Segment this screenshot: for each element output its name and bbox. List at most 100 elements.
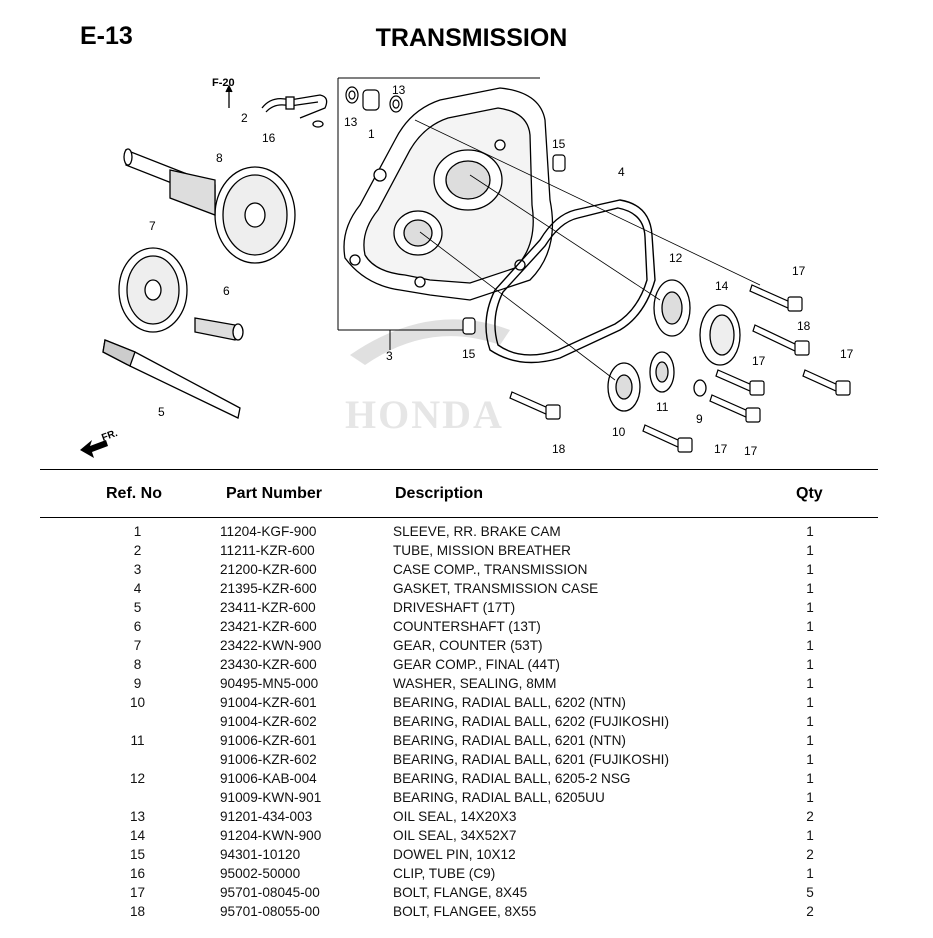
description-cell: SLEEVE, RR. BRAKE CAM <box>393 524 561 539</box>
part-number-cell: 23411-KZR-600 <box>220 600 316 615</box>
part-number-cell: 23422-KWN-900 <box>220 638 322 653</box>
ref-no-cell: 9 <box>133 676 142 691</box>
description-cell: BOLT, FLANGEE, 8X55 <box>393 904 537 919</box>
callout-17a: 17 <box>792 264 806 278</box>
callout-13a: 13 <box>344 115 358 129</box>
ref-no-cell: 15 <box>129 847 146 862</box>
dowel-pins <box>462 154 566 335</box>
description-cell: CLIP, TUBE (C9) <box>393 866 496 881</box>
part-number-cell: 95002-50000 <box>220 866 301 881</box>
ref-no-cell: 5 <box>133 600 142 615</box>
table-row: 16 95002-50000 CLIP, TUBE (C9) 1 <box>0 866 933 885</box>
qty-cell: 1 <box>806 752 814 767</box>
qty-cell: 1 <box>806 714 814 729</box>
honda-watermark: HONDA <box>345 319 510 437</box>
ref-no-cell: 17 <box>129 885 146 900</box>
description-cell: BOLT, FLANGE, 8X45 <box>393 885 528 900</box>
callout-2: 2 <box>241 111 248 125</box>
callout-f20: F-20 <box>212 77 235 89</box>
callout-1: 1 <box>368 127 375 141</box>
bearings-right <box>607 279 741 412</box>
qty-cell: 1 <box>806 543 814 558</box>
ref-no-cell: 3 <box>133 562 142 577</box>
description-cell: CASE COMP., TRANSMISSION <box>393 562 588 577</box>
part-number-cell: 91009-KWN-901 <box>220 790 322 805</box>
callout-15b: 15 <box>462 347 476 361</box>
callout-12: 12 <box>669 251 683 265</box>
callout-4: 4 <box>618 165 625 179</box>
callout-11: 11 <box>656 400 669 414</box>
qty-cell: 1 <box>806 581 814 596</box>
ref-no-cell: 1 <box>133 524 142 539</box>
part-number-cell: 23430-KZR-600 <box>220 657 317 672</box>
front-arrow-icon: FR. <box>80 428 119 458</box>
description-cell: OIL SEAL, 34X52X7 <box>393 828 517 843</box>
header-ref-no: Ref. No <box>106 485 162 502</box>
part-number-cell: 11211-KZR-600 <box>220 543 315 558</box>
callout-7: 7 <box>149 219 156 233</box>
callout-15a: 15 <box>552 137 566 151</box>
callout-17c: 17 <box>752 354 766 368</box>
callout-10: 10 <box>612 425 626 439</box>
callout-18a: 18 <box>797 319 811 333</box>
description-cell: GEAR, COUNTER (53T) <box>393 638 543 653</box>
callout-18b: 18 <box>552 442 566 456</box>
counter-gear <box>118 247 188 333</box>
ref-no-cell: 16 <box>129 866 146 881</box>
flange-bolts <box>509 284 851 453</box>
description-cell: GASKET, TRANSMISSION CASE <box>393 581 599 596</box>
description-cell: DRIVESHAFT (17T) <box>393 600 516 615</box>
description-cell: GEAR COMP., FINAL (44T) <box>393 657 560 672</box>
qty-cell: 1 <box>806 676 814 691</box>
callout-14: 14 <box>715 279 729 293</box>
header-qty: Qty <box>796 485 823 502</box>
ref-no-cell: 7 <box>133 638 142 653</box>
part-number-cell: 91201-434-003 <box>220 809 313 824</box>
part-number-cell: 95701-08055-00 <box>220 904 320 919</box>
exploded-parts-diagram: HONDA <box>80 77 854 458</box>
sleeve-and-oil-seals <box>345 86 403 113</box>
countershaft <box>194 317 244 341</box>
qty-cell: 1 <box>806 866 814 881</box>
part-number-cell: 91204-KWN-900 <box>220 828 322 843</box>
description-cell: DOWEL PIN, 10X12 <box>393 847 516 862</box>
qty-cell: 1 <box>806 695 814 710</box>
part-number-cell: 91004-KZR-601 <box>220 695 317 710</box>
callout-8: 8 <box>216 151 223 165</box>
callout-labels: F-20 2 16 13 1 13 15 4 8 7 6 5 3 15 12 1… <box>149 77 854 458</box>
transmission-case <box>343 87 554 301</box>
qty-cell: 1 <box>806 771 814 786</box>
callout-6: 6 <box>223 284 230 298</box>
ref-no-cell: 14 <box>129 828 146 843</box>
part-number-cell: 91006-KAB-004 <box>220 771 317 786</box>
callout-17b: 17 <box>840 347 854 361</box>
part-number-cell: 91004-KZR-602 <box>220 714 317 729</box>
qty-cell: 2 <box>806 809 814 824</box>
description-cell: TUBE, MISSION BREATHER <box>393 543 571 558</box>
table-header-rule <box>40 517 878 518</box>
part-number-cell: 95701-08045-00 <box>220 885 320 900</box>
ref-no-cell: 8 <box>133 657 142 672</box>
ref-no-cell: 6 <box>133 619 142 634</box>
description-cell: WASHER, SEALING, 8MM <box>393 676 557 691</box>
final-gear-shaft <box>123 148 296 264</box>
qty-cell: 1 <box>806 619 814 634</box>
svg-text:FR.: FR. <box>100 428 119 444</box>
ref-no-cell: 12 <box>129 771 146 786</box>
table-top-rule <box>40 469 878 470</box>
description-cell: BEARING, RADIAL BALL, 6202 (NTN) <box>393 695 626 710</box>
